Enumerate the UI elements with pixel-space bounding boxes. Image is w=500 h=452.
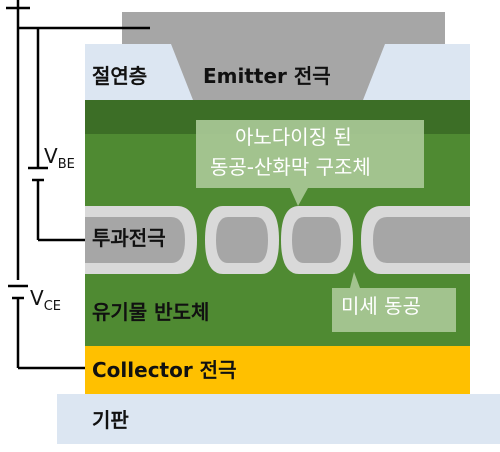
micro-pore-callout-box — [332, 272, 456, 332]
insulator-label: 절연층 — [92, 64, 148, 88]
anodized-label-line1: 아노다이징 된 — [235, 125, 352, 149]
substrate-label: 기판 — [92, 408, 129, 432]
micro-pore-label: 미세 동공 — [341, 294, 421, 318]
collector-electrode — [85, 346, 470, 394]
vce-main: V — [30, 286, 44, 310]
semiconductor-label: 유기물 반도체 — [92, 300, 210, 324]
pore-structure-row — [85, 206, 470, 274]
vbe-battery-icon — [28, 166, 48, 182]
vce-label: VCE — [30, 286, 61, 313]
vbe-label: VBE — [44, 144, 75, 171]
vbe-main: V — [44, 144, 58, 168]
emitter-region — [85, 12, 470, 100]
collector-label: Collector 전극 — [92, 358, 237, 382]
vce-sub: CE — [43, 299, 61, 314]
vbe-sub: BE — [57, 157, 75, 172]
emitter-electrode — [122, 12, 445, 100]
pore-center-2 — [281, 206, 353, 274]
pore-left — [85, 206, 197, 274]
transparent-electrode-label: 투과전극 — [92, 226, 166, 250]
emitter-label: Emitter 전극 — [203, 64, 331, 88]
vce-battery-icon — [8, 284, 28, 300]
pore-center-1 — [205, 206, 279, 274]
pore-right — [361, 206, 470, 274]
anodized-label-line2: 동공-산화막 구조체 — [210, 155, 371, 179]
substrate-layer — [57, 394, 500, 444]
anodized-callout-box — [196, 120, 424, 206]
